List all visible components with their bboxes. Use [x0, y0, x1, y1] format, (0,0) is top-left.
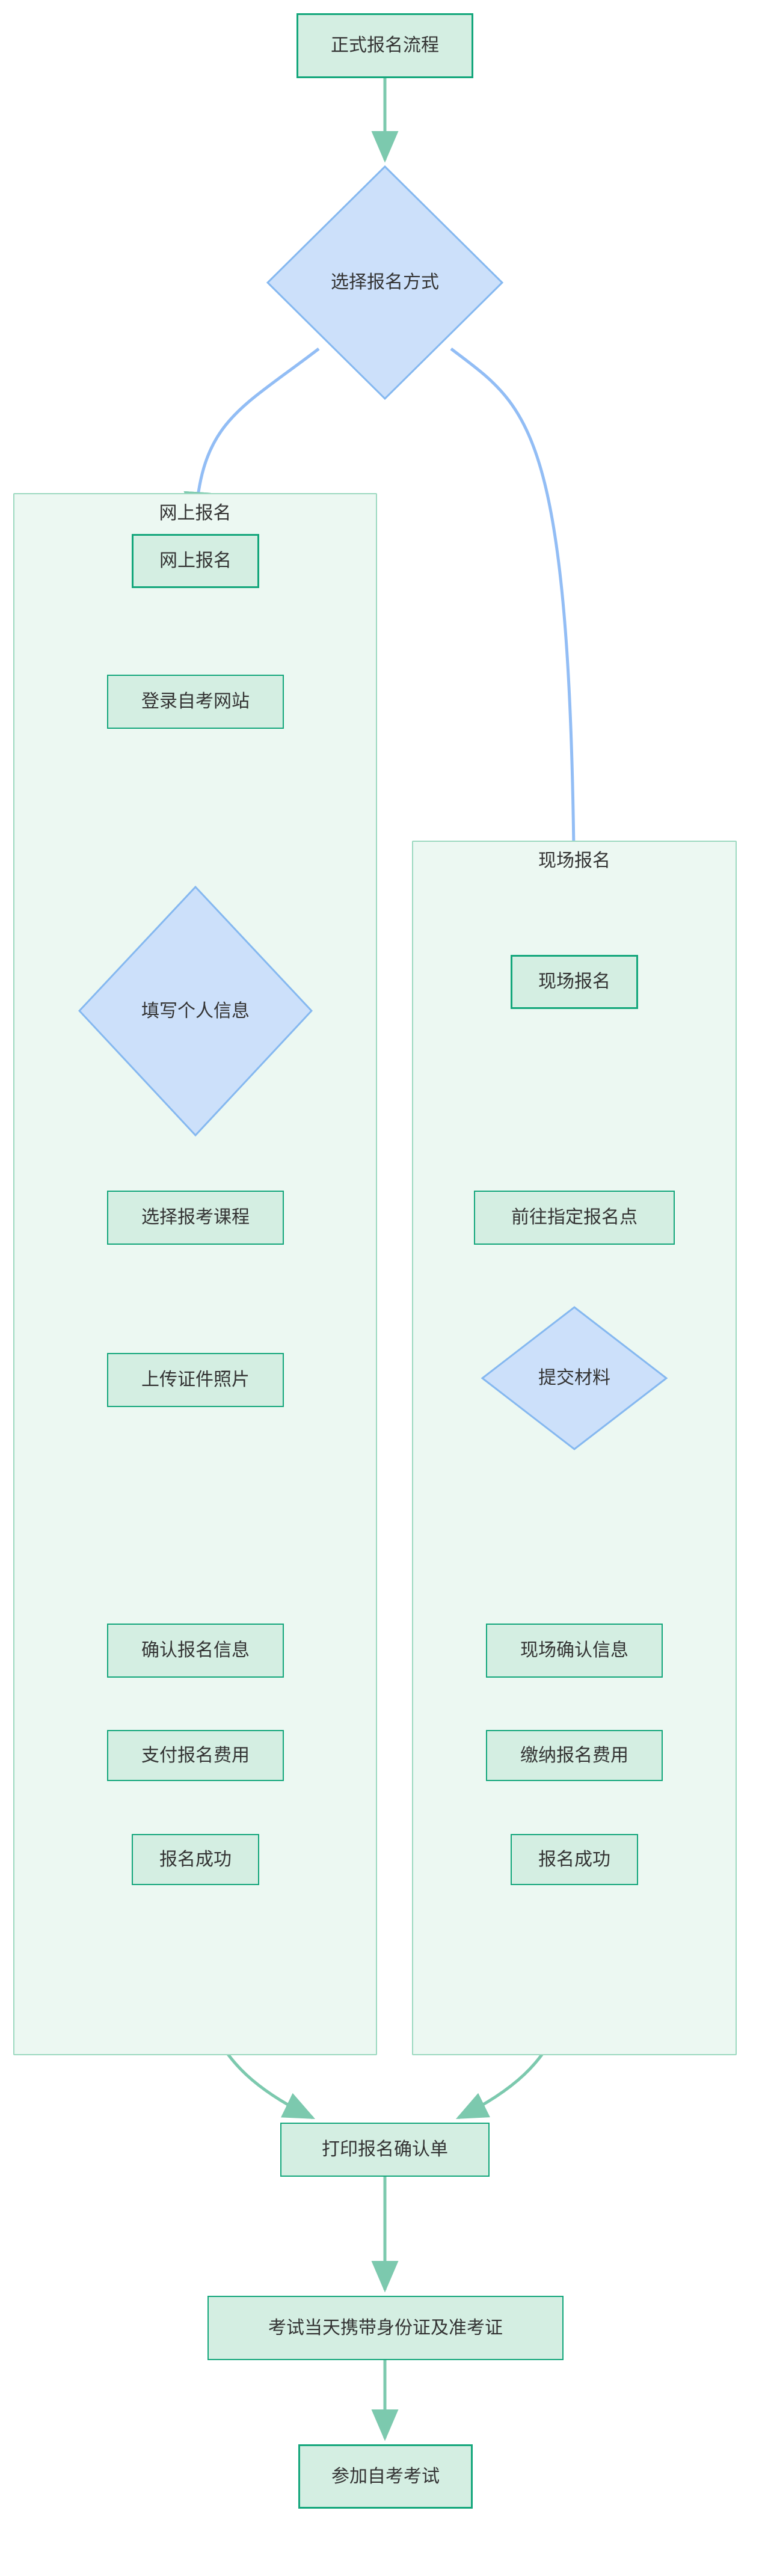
node-print-confirmation-label: 打印报名确认单 — [322, 2139, 448, 2160]
node-go-to-site-label: 前往指定报名点 — [511, 1207, 638, 1228]
subgraph-online: 网上报名 — [13, 493, 377, 2055]
node-success-online-label: 报名成功 — [159, 1848, 232, 1870]
diamond-shape — [78, 886, 313, 1136]
node-take-exam[interactable]: 参加自考考试 — [298, 2444, 473, 2509]
node-online-entry[interactable]: 网上报名 — [132, 534, 259, 588]
node-confirm-info-online[interactable]: 确认报名信息 — [107, 1624, 284, 1678]
node-submit-materials-label: 提交材料 — [538, 1367, 610, 1388]
node-onsite-entry[interactable]: 现场报名 — [511, 955, 638, 1009]
node-upload-photo-label: 上传证件照片 — [141, 1369, 250, 1390]
node-onsite-entry-label: 现场报名 — [538, 971, 610, 992]
node-print-confirmation[interactable]: 打印报名确认单 — [280, 2123, 490, 2177]
node-pay-fee-onsite-label: 缴纳报名费用 — [520, 1744, 628, 1766]
node-confirm-info-onsite-label: 现场确认信息 — [520, 1640, 628, 1661]
node-select-courses-label: 选择报考课程 — [141, 1207, 250, 1228]
node-confirm-info-online-label: 确认报名信息 — [141, 1640, 250, 1661]
node-select-courses[interactable]: 选择报考课程 — [107, 1191, 284, 1245]
node-start[interactable]: 正式报名流程 — [296, 13, 473, 78]
node-take-exam-label: 参加自考考试 — [331, 2465, 440, 2487]
node-start-label: 正式报名流程 — [331, 35, 439, 56]
node-upload-photo[interactable]: 上传证件照片 — [107, 1353, 284, 1407]
node-fill-personal-info-label: 填写个人信息 — [141, 1000, 250, 1022]
node-online-entry-label: 网上报名 — [159, 550, 232, 571]
diamond-shape — [266, 165, 503, 400]
node-pay-fee-online-label: 支付报名费用 — [141, 1744, 250, 1766]
node-login-site[interactable]: 登录自考网站 — [107, 675, 284, 729]
node-bring-documents-label: 考试当天携带身份证及准考证 — [268, 2317, 503, 2338]
node-login-site-label: 登录自考网站 — [141, 691, 250, 712]
diamond-shape — [481, 1306, 668, 1450]
node-confirm-info-onsite[interactable]: 现场确认信息 — [486, 1624, 663, 1678]
node-bring-documents[interactable]: 考试当天携带身份证及准考证 — [207, 2296, 564, 2360]
node-go-to-site[interactable]: 前往指定报名点 — [474, 1191, 675, 1245]
subgraph-online-title: 网上报名 — [159, 503, 232, 524]
node-choose-method-label: 选择报名方式 — [331, 272, 439, 293]
node-pay-fee-onsite[interactable]: 缴纳报名费用 — [486, 1730, 663, 1781]
node-success-onsite-label: 报名成功 — [538, 1848, 610, 1870]
node-pay-fee-online[interactable]: 支付报名费用 — [107, 1730, 284, 1781]
node-fill-personal-info[interactable]: 填写个人信息 — [78, 886, 313, 1136]
node-submit-materials[interactable]: 提交材料 — [481, 1306, 668, 1450]
node-choose-method[interactable]: 选择报名方式 — [266, 165, 503, 400]
node-success-online[interactable]: 报名成功 — [132, 1834, 259, 1885]
subgraph-onsite-title: 现场报名 — [538, 850, 610, 871]
node-success-onsite[interactable]: 报名成功 — [511, 1834, 638, 1885]
